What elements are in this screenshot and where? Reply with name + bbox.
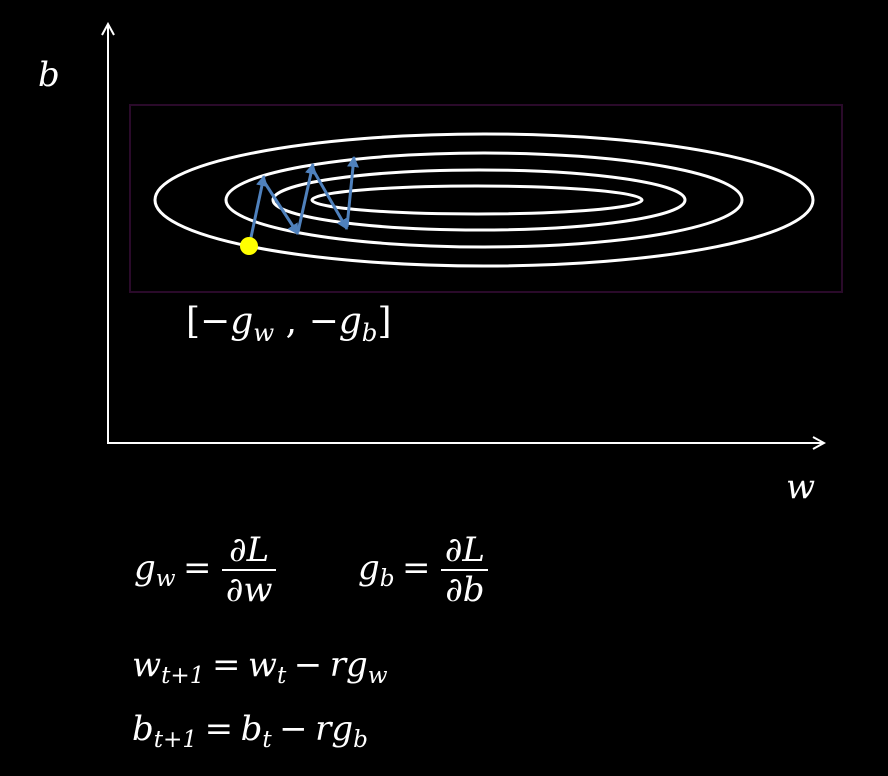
b-update-equation: bt+1=bt−rgb: [132, 709, 368, 754]
path-step-4: [310, 167, 349, 230]
gw-definition: gw=∂L∂w: [134, 533, 279, 607]
contour-inner: [310, 184, 644, 216]
y-axis-label: b: [38, 55, 60, 95]
contour-second: [224, 151, 744, 249]
descent-path: [248, 156, 359, 243]
contour-outer: [153, 132, 815, 268]
w-update-equation: wt+1=wt−rgw: [132, 645, 388, 690]
path-step-2: [261, 179, 300, 235]
gb-definition: gb=∂L∂b: [358, 533, 492, 607]
gw-fraction: ∂L∂w: [222, 533, 276, 607]
start-point: [240, 237, 258, 255]
path-step-5: [345, 156, 359, 228]
path-step-1: [248, 175, 268, 243]
path-step-3: [296, 163, 317, 233]
negative-gradient-label: [−gw , −gb]: [186, 301, 392, 347]
contour-third: [271, 168, 687, 232]
gb-fraction: ∂L∂b: [441, 533, 489, 607]
plot-frame: [129, 104, 843, 293]
x-axis-label: w: [786, 467, 816, 507]
